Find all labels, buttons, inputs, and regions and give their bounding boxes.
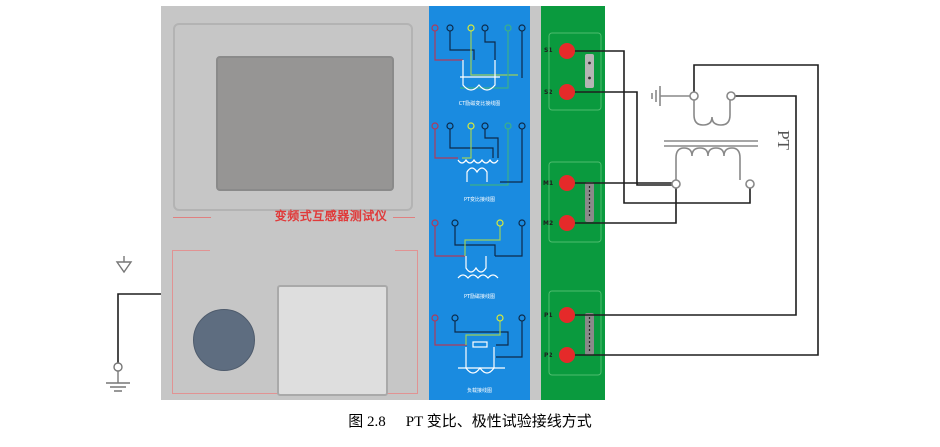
wire-s2	[567, 91, 675, 186]
wire-p2	[567, 64, 819, 356]
ground-symbol-top	[115, 256, 133, 274]
ground-icon	[106, 382, 130, 392]
terminal-p2[interactable]	[559, 347, 575, 363]
terminal-group-primary	[548, 290, 602, 376]
title-divider-left	[173, 217, 211, 218]
figure-number: 图 2.8	[348, 414, 386, 430]
wire-ground	[117, 293, 161, 365]
terminal-s2[interactable]	[559, 84, 575, 100]
figure-caption: 图 2.8 PT 变比、极性试验接线方式	[0, 410, 940, 431]
pt-terminal-primary-x	[745, 179, 755, 189]
diagram-load	[431, 314, 526, 374]
terminal-s1[interactable]	[559, 43, 575, 59]
diagram-label-pt-ratio: PT变比接线图	[463, 197, 496, 203]
pt-terminal-x	[726, 91, 736, 101]
title-divider-right	[393, 217, 415, 218]
external-wires	[117, 50, 819, 365]
display-frame	[173, 23, 413, 211]
terminal-label-p2: P2	[544, 352, 553, 359]
terminal-m2[interactable]	[559, 215, 575, 231]
terminal-group-measure	[548, 161, 602, 243]
terminal-m1[interactable]	[559, 175, 575, 191]
diagram-pt-ratio	[431, 122, 526, 186]
rotary-knob[interactable]	[193, 309, 255, 371]
instrument-title: 变频式互感器测试仪	[274, 209, 388, 223]
terminal-label-p1: P1	[544, 312, 553, 319]
figure-title: PT 变比、极性试验接线方式	[405, 414, 592, 430]
instrument-body: 变频式互感器测试仪	[161, 6, 429, 400]
badge-output	[585, 54, 594, 88]
diagram-label-pt-excitation: PT励磁接线图	[463, 294, 496, 300]
pt-terminal-a	[689, 91, 699, 101]
wire-p1	[567, 95, 797, 316]
terminal-label-m1: M1	[543, 180, 554, 187]
panel-separator	[530, 6, 541, 400]
ground-icon	[651, 86, 661, 106]
terminals	[559, 43, 575, 363]
wire-m2	[567, 185, 677, 224]
pt-label: PT	[774, 130, 793, 150]
lcd-screen	[216, 56, 394, 191]
control-frame-edge-right	[395, 250, 418, 251]
printer-panel	[277, 285, 388, 396]
terminal-label-s2: S2	[544, 89, 553, 96]
pt-transformer-symbol	[651, 86, 758, 180]
diagram-label-ct-excitation: CT励磁变比接线图	[458, 101, 501, 107]
terminal-panel	[541, 6, 605, 400]
terminal-label-s1: S1	[544, 47, 553, 54]
ground-symbol-bottom	[106, 362, 130, 392]
terminal-p1[interactable]	[559, 307, 575, 323]
diagram-pt-excitation	[431, 219, 526, 279]
earth-triangle-icon	[115, 261, 133, 274]
wire-s1	[567, 50, 751, 204]
pt-terminal-primary-a	[671, 179, 681, 189]
control-frame-edge-left	[172, 250, 210, 251]
wiring-reference-panel	[429, 6, 530, 400]
diagram-label-load: 负载接线图	[466, 388, 492, 394]
diagram-ct-excitation	[431, 24, 526, 91]
terminal-group-output	[548, 32, 602, 111]
terminal-label-m2: M2	[543, 220, 554, 227]
mini-terminal-icon	[431, 24, 439, 32]
